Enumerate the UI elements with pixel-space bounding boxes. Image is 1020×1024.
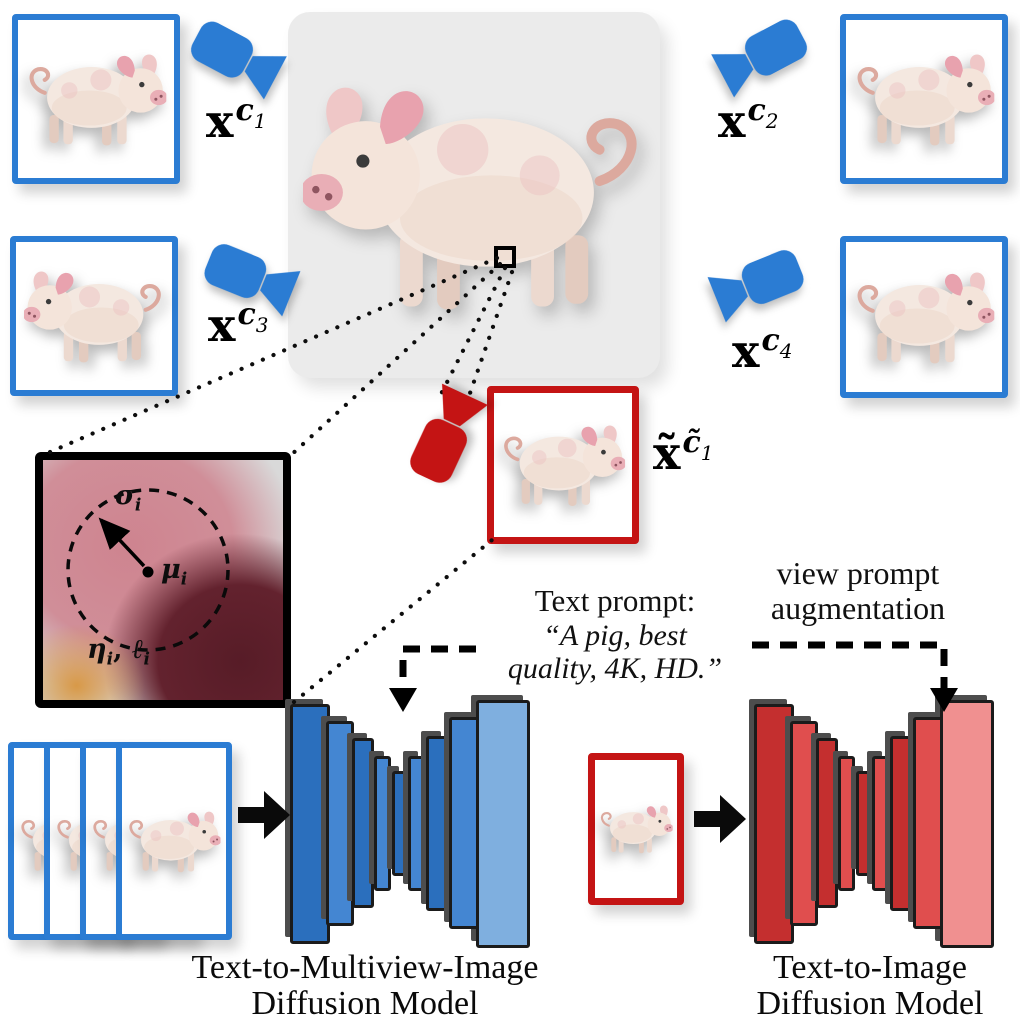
- gaussian-zoom-box: σi μi ηi, ℓi: [35, 452, 291, 708]
- network-layer: [856, 771, 870, 876]
- multiview-diffusion-network: [290, 696, 536, 951]
- text-prompt-block: Text prompt: “A pig, best quality, 4K, H…: [477, 583, 753, 686]
- network-layer: [326, 721, 354, 926]
- multiview-model-caption: Text-to-Multiview-Image Diffusion Model: [130, 950, 600, 1021]
- zoom-source-square: [494, 246, 516, 268]
- main-render-panel: [288, 12, 660, 378]
- label-base: x̃: [653, 426, 681, 480]
- network-layer: [754, 704, 794, 944]
- network-layer: [449, 717, 479, 929]
- label-sub: 4: [779, 339, 793, 363]
- network-layer: [476, 700, 530, 948]
- camera-icon-c4: [702, 233, 814, 332]
- augmentation-line1: view prompt: [776, 555, 940, 591]
- eta-ell-label: ηi, ℓi: [87, 634, 150, 670]
- text-prompt-line1: “A pig, best: [543, 618, 687, 652]
- augmentation-line2: augmentation: [770, 590, 946, 627]
- pig-render-novel: [501, 418, 625, 511]
- pig-render-c1: [26, 46, 166, 151]
- caption-line1: Text-to-Image: [773, 949, 967, 986]
- pig-render-c4: [854, 264, 994, 369]
- network-layer: [392, 771, 406, 876]
- label-x-c4: xc4: [732, 323, 793, 378]
- camera-icon-c1: [179, 5, 293, 110]
- pig-render-c2: [854, 46, 994, 151]
- stack-view-frame-4: [116, 742, 232, 940]
- network-layer: [838, 756, 855, 891]
- label-base: x: [206, 94, 234, 148]
- gaussian-center-dot: [142, 566, 154, 578]
- label-sup: c: [235, 93, 254, 128]
- sigma-label: σi: [115, 480, 142, 516]
- pig-render-main: [303, 67, 645, 324]
- label-sup: c: [761, 323, 780, 358]
- label-sup: c̃: [682, 425, 701, 460]
- novel-view-image: [487, 386, 639, 544]
- flow-arrow-right: [694, 795, 746, 843]
- label-sub: 1: [700, 441, 714, 465]
- pig-render-c3: [24, 263, 164, 368]
- mu-label: μi: [161, 554, 188, 590]
- label-base: x: [732, 324, 760, 378]
- caption-line2: Diffusion Model: [251, 984, 479, 1022]
- pig-render-t2i-input: [599, 801, 673, 856]
- network-layer: [352, 738, 374, 908]
- view-image-c4: [840, 236, 1008, 398]
- text-prompt-line2: quality, 4K, HD.”: [507, 652, 723, 686]
- label-x-c2: xc2: [718, 93, 779, 148]
- network-layer: [872, 756, 889, 891]
- label-base: x: [718, 94, 746, 148]
- t2i-diffusion-network: [754, 696, 1000, 951]
- network-layer: [816, 738, 838, 908]
- caption-line1: Text-to-Multiview-Image: [191, 949, 539, 986]
- network-layer: [426, 736, 448, 911]
- view-prompt-augmentation-label: view prompt augmentation: [750, 555, 966, 627]
- view-image-c3: [10, 236, 178, 396]
- gaussian-extent-circle: [66, 488, 230, 652]
- t2i-model-caption: Text-to-Image Diffusion Model: [720, 950, 1020, 1021]
- caption-line2: Diffusion Model: [756, 984, 984, 1022]
- sigma-radius-arrow: [98, 517, 146, 568]
- view-image-c2: [840, 14, 1008, 184]
- label-sub: 1: [253, 109, 267, 133]
- label-x-novel: x̃c̃1: [653, 425, 714, 480]
- network-layer: [913, 717, 943, 929]
- pig-render-stack-4: [127, 806, 221, 876]
- t2i-input-frame: [588, 753, 684, 905]
- view-image-c1: [12, 14, 180, 184]
- gaussian-annotations: [66, 488, 230, 652]
- network-layer: [408, 756, 425, 891]
- network-layer: [940, 700, 994, 948]
- network-layer: [890, 736, 912, 911]
- camera-icon-novel: [393, 378, 498, 495]
- network-layer: [374, 756, 391, 891]
- label-x-c1: xc1: [206, 93, 267, 148]
- camera-icon-c2: [705, 3, 819, 108]
- flow-arrow-left: [238, 791, 290, 839]
- network-layer: [790, 721, 818, 926]
- label-sub: 2: [765, 109, 779, 133]
- network-layer: [290, 704, 330, 944]
- text-prompt-title: Text prompt:: [534, 583, 696, 618]
- label-sup: c: [747, 93, 766, 128]
